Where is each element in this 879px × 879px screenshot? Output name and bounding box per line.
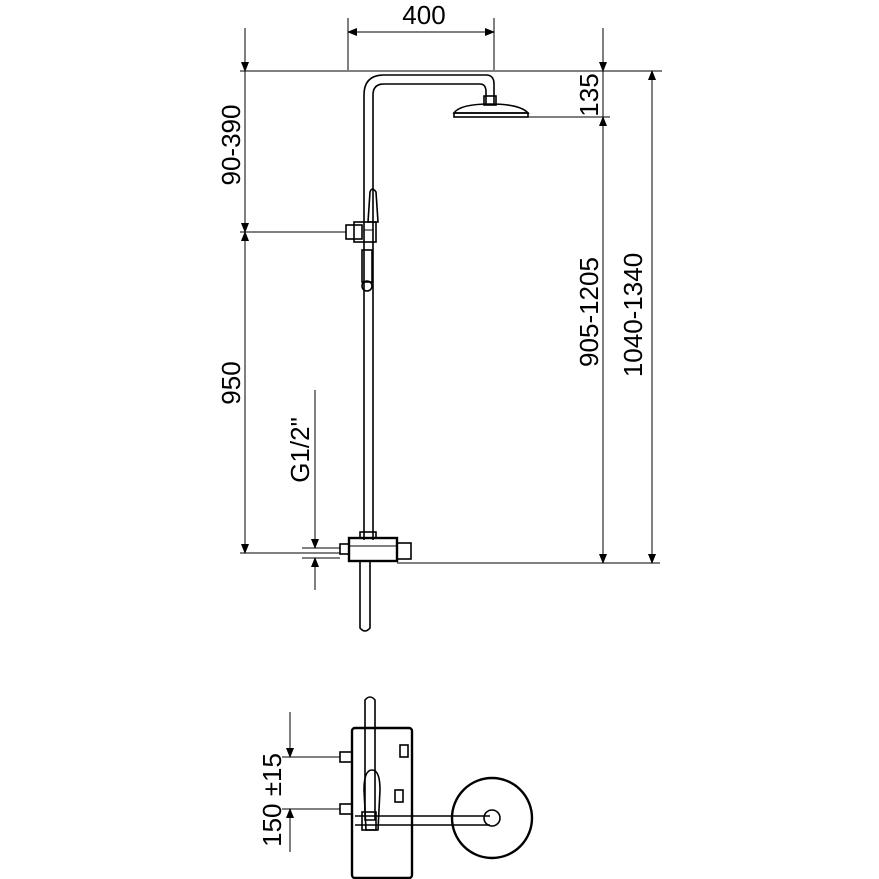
side-view: 150 ±15: [257, 696, 534, 879]
label-height-to-head: 905-1205: [574, 257, 604, 367]
hand-shower-side: [363, 769, 381, 831]
inlet-top: [339, 751, 353, 763]
label-total-height: 1040-1340: [618, 253, 648, 377]
dim-head-drop: 135: [574, 28, 607, 117]
overhead-shower-head: [452, 95, 530, 118]
label-head-drop: 135: [574, 73, 604, 116]
dim-height-to-head: 905-1205: [574, 116, 607, 564]
dim-mixer-to-holder: 950: [216, 231, 249, 554]
dim-connection: G1/2": [285, 390, 340, 590]
diverter-side: [394, 789, 404, 803]
label-mixer-to-holder: 950: [216, 361, 246, 404]
label-arm-length: 400: [402, 0, 445, 30]
inlet-bottom: [339, 803, 353, 815]
dim-inlet-spacing: 150 ±15: [257, 712, 340, 852]
dim-total-height: 1040-1340: [618, 70, 656, 564]
dim-arm-length: 400: [347, 0, 495, 70]
thermostatic-mixer: [339, 531, 412, 632]
riser-side: [364, 696, 376, 821]
label-connection: G1/2": [285, 417, 315, 483]
mixer-body-side: [350, 726, 414, 879]
shower-head-hub: [483, 809, 501, 827]
shower-head-plan: [450, 776, 534, 860]
knob-side: [399, 744, 409, 758]
dim-bar-adjust: 90-390: [216, 28, 249, 233]
front-view: 400 135 905-1205 1040-1340: [216, 0, 662, 632]
label-inlet-spacing: 150 ±15: [257, 753, 287, 847]
label-bar-adjust: 90-390: [216, 105, 246, 186]
riser-pipe: [363, 74, 495, 540]
arm-clamp: [361, 811, 377, 831]
